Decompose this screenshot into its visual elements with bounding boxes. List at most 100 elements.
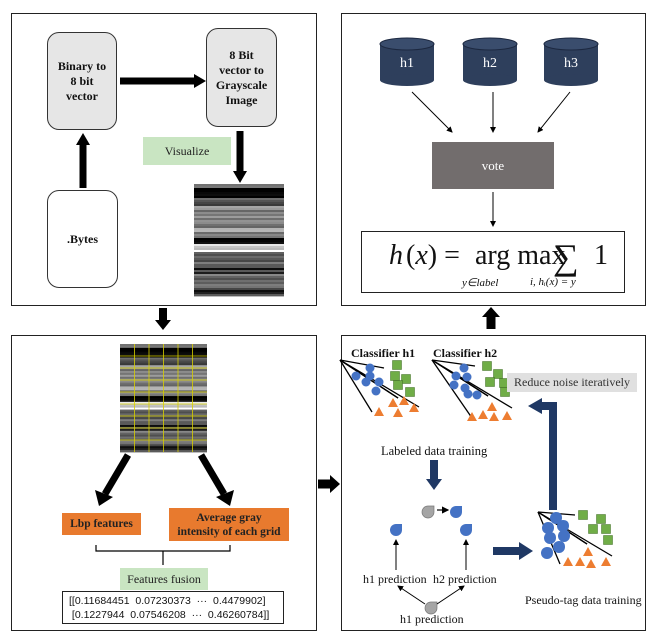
- features-fusion-label: Features fusion: [120, 568, 208, 590]
- blue-point: [472, 390, 482, 400]
- arrow-h3-vote: [537, 91, 571, 133]
- green-point: [493, 369, 503, 379]
- image-row: [194, 232, 284, 235]
- cylinder-h2-label: h2: [483, 56, 497, 71]
- image-row: [194, 230, 284, 233]
- image-row: [194, 204, 284, 207]
- gray-line-4: Image: [225, 92, 258, 107]
- arrow-right-icon: [120, 74, 206, 88]
- formula-lhs: h: [389, 240, 403, 271]
- avg-line-1: Average gray: [196, 511, 262, 524]
- prediction-drops: [390, 505, 472, 615]
- vote-box: vote: [432, 142, 554, 189]
- arrow-avg-icon: [197, 453, 234, 506]
- orange-point: [478, 410, 488, 419]
- arrow-up-icon: [482, 307, 500, 329]
- image-row: [194, 200, 284, 203]
- image-row: [194, 278, 284, 281]
- blue-point: [374, 377, 384, 387]
- boundary-line: [339, 359, 385, 369]
- bytes-box: .Bytes: [47, 190, 118, 288]
- reduce-noise-label: Reduce noise iteratively: [507, 373, 637, 392]
- image-row: [194, 186, 284, 189]
- blue-point: [557, 520, 569, 532]
- image-row: [194, 266, 284, 269]
- classifier-h1-title: Classifier h1: [351, 346, 416, 360]
- blue-point: [365, 363, 375, 373]
- formula-sub-sum: i, hᵢ(x) = y: [530, 276, 576, 288]
- matrix-row-1: [[0.11684451 0.07230373 ··· 0.4479902]: [69, 595, 266, 607]
- orange-point: [489, 412, 499, 421]
- feedback-arrow-icon: [528, 398, 557, 510]
- image-row: [194, 198, 284, 201]
- classifier-cylinders: [379, 37, 599, 86]
- lbp-features-label: Lbp features: [62, 513, 141, 535]
- green-point: [482, 361, 492, 371]
- image-row: [194, 220, 284, 223]
- image-row: [194, 272, 284, 275]
- blue-point: [449, 380, 459, 390]
- cylinder-h1: [379, 37, 435, 86]
- arrow-right-icon: [318, 475, 340, 493]
- image-row: [194, 218, 284, 221]
- image-row: [194, 184, 284, 187]
- h1-prediction-bottom: h1 prediction: [400, 612, 464, 626]
- blue-drop-icon: [450, 506, 462, 518]
- cylinder-h1-label: h1: [400, 56, 414, 71]
- blue-point: [371, 386, 381, 396]
- image-row: [194, 262, 284, 265]
- gridded-grayscale-image: [120, 344, 207, 453]
- pseudo-tag-label: Pseudo-tag data training: [525, 593, 642, 607]
- cylinder-h2: [462, 37, 518, 86]
- avg-line-2: intensity of each grid: [177, 525, 281, 538]
- green-point: [578, 510, 588, 520]
- image-row: [194, 192, 284, 195]
- arrow-h1-vote: [411, 91, 453, 133]
- image-row: [194, 196, 284, 199]
- green-point: [401, 374, 411, 384]
- h2-prediction-right: h2 prediction: [433, 572, 497, 586]
- blue-point: [558, 530, 570, 542]
- cylinder-h3-label: h3: [564, 56, 578, 71]
- binary-line-3: vector: [66, 88, 98, 103]
- image-row: [194, 276, 284, 279]
- image-row: [194, 288, 284, 291]
- blue-point: [451, 371, 461, 381]
- green-point: [390, 371, 400, 381]
- image-row: [194, 294, 284, 297]
- orange-point: [583, 547, 593, 556]
- arrow-down-icon: [155, 308, 171, 330]
- image-row: [194, 228, 284, 231]
- classifier-h2-title: Classifier h2: [433, 346, 498, 360]
- gray-drop-icon: [421, 505, 435, 519]
- image-row: [194, 234, 284, 237]
- scatter-pseudo-tag: [537, 510, 613, 568]
- green-point: [596, 514, 606, 524]
- green-point: [601, 524, 611, 534]
- image-row: [194, 206, 284, 209]
- scatter-classifier-h1: [339, 359, 420, 417]
- image-row: [194, 270, 284, 273]
- feature-matrix: [[0.11684451 0.07230373 ··· 0.4479902] […: [62, 591, 284, 624]
- arrow-right-navy-icon: [493, 542, 533, 560]
- h1-prediction-left: h1 prediction: [363, 572, 427, 586]
- blue-point: [544, 532, 556, 544]
- orange-point: [409, 403, 419, 412]
- image-row: [194, 214, 284, 217]
- image-row: [194, 194, 284, 197]
- image-row: [194, 190, 284, 193]
- orange-point: [399, 396, 409, 405]
- image-row: [194, 236, 284, 239]
- image-row: [194, 274, 284, 277]
- orange-point: [586, 559, 596, 568]
- green-point: [393, 380, 403, 390]
- orange-point: [601, 557, 611, 566]
- orange-point: [374, 407, 384, 416]
- formula-lhs-paren: (x) =: [406, 240, 460, 271]
- image-row: [194, 226, 284, 229]
- image-row: [194, 292, 284, 295]
- image-row: [194, 286, 284, 289]
